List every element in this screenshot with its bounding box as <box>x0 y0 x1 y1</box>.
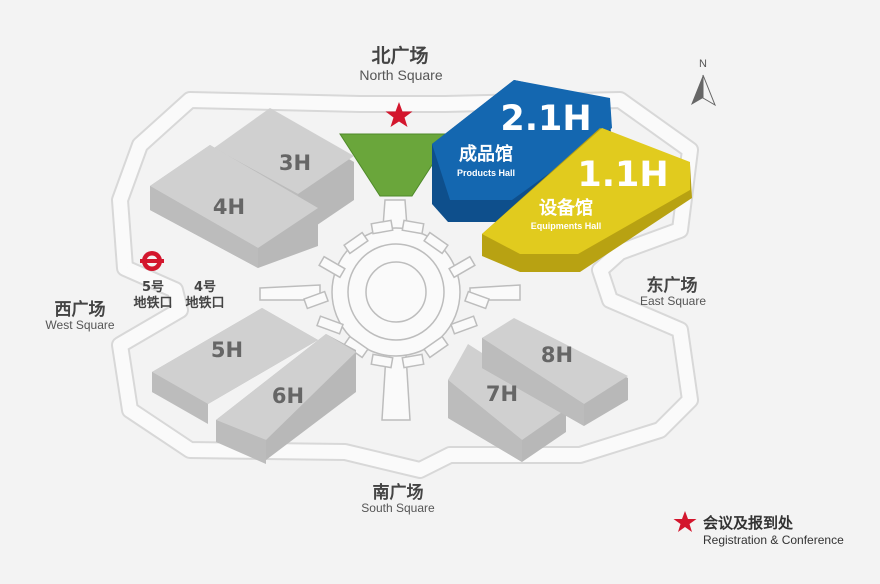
compass-label: N <box>699 58 707 70</box>
hall-2-1h-code: 2.1H <box>500 99 591 139</box>
central-plaza <box>302 219 491 369</box>
west-square-en: West Square <box>45 318 114 332</box>
metro-line5-station: 地铁口 <box>133 295 172 311</box>
compass-north-icon <box>691 74 717 107</box>
legend-star-icon <box>673 511 697 532</box>
hall-2-1h[interactable] <box>432 80 612 222</box>
east-square-en: East Square <box>640 294 706 308</box>
hall-4h[interactable] <box>150 145 318 268</box>
north-square-en: North Square <box>359 67 442 83</box>
hall-1-1h[interactable] <box>482 128 692 272</box>
registration-star-icon <box>385 102 413 127</box>
legend-zh: 会议及报到处 <box>703 514 794 532</box>
hall-1-1h-name-zh: 设备馆 <box>539 197 593 219</box>
hall-2-1h-name-en: Products Hall <box>457 168 515 178</box>
legend-en: Registration & Conference <box>703 533 844 547</box>
metro-line4-station: 地铁口 <box>185 295 224 311</box>
hall-6h[interactable] <box>216 334 356 464</box>
north-square-zh: 北广场 <box>371 44 428 67</box>
hall-1-1h-code: 1.1H <box>577 155 668 195</box>
metro-logo-icon <box>140 251 164 271</box>
hall-1-1h-name-en: Equipments Hall <box>531 221 602 231</box>
hall-5h[interactable] <box>152 308 318 424</box>
east-square-zh: 东广场 <box>647 275 698 296</box>
hall-2-1h-name-zh: 成品馆 <box>459 143 513 165</box>
metro-line4-label: 4号 <box>194 280 216 295</box>
hall-3h-label: 3H <box>279 151 311 175</box>
hall-5h-label: 5H <box>211 338 243 362</box>
hall-7h[interactable] <box>448 344 568 462</box>
hall-6h-label: 6H <box>272 384 304 408</box>
south-square-zh: 南广场 <box>373 482 424 503</box>
metro-line5-label: 5号 <box>142 280 164 295</box>
hall-8h[interactable] <box>482 318 628 426</box>
south-square-en: South Square <box>361 501 435 515</box>
hall-8h-label: 8H <box>541 343 573 367</box>
hall-4h-label: 4H <box>213 195 245 219</box>
hall-7h-label: 7H <box>486 382 518 406</box>
west-square-zh: 西广场 <box>55 299 106 320</box>
outer-road <box>111 91 699 479</box>
registration-area[interactable] <box>339 133 453 197</box>
